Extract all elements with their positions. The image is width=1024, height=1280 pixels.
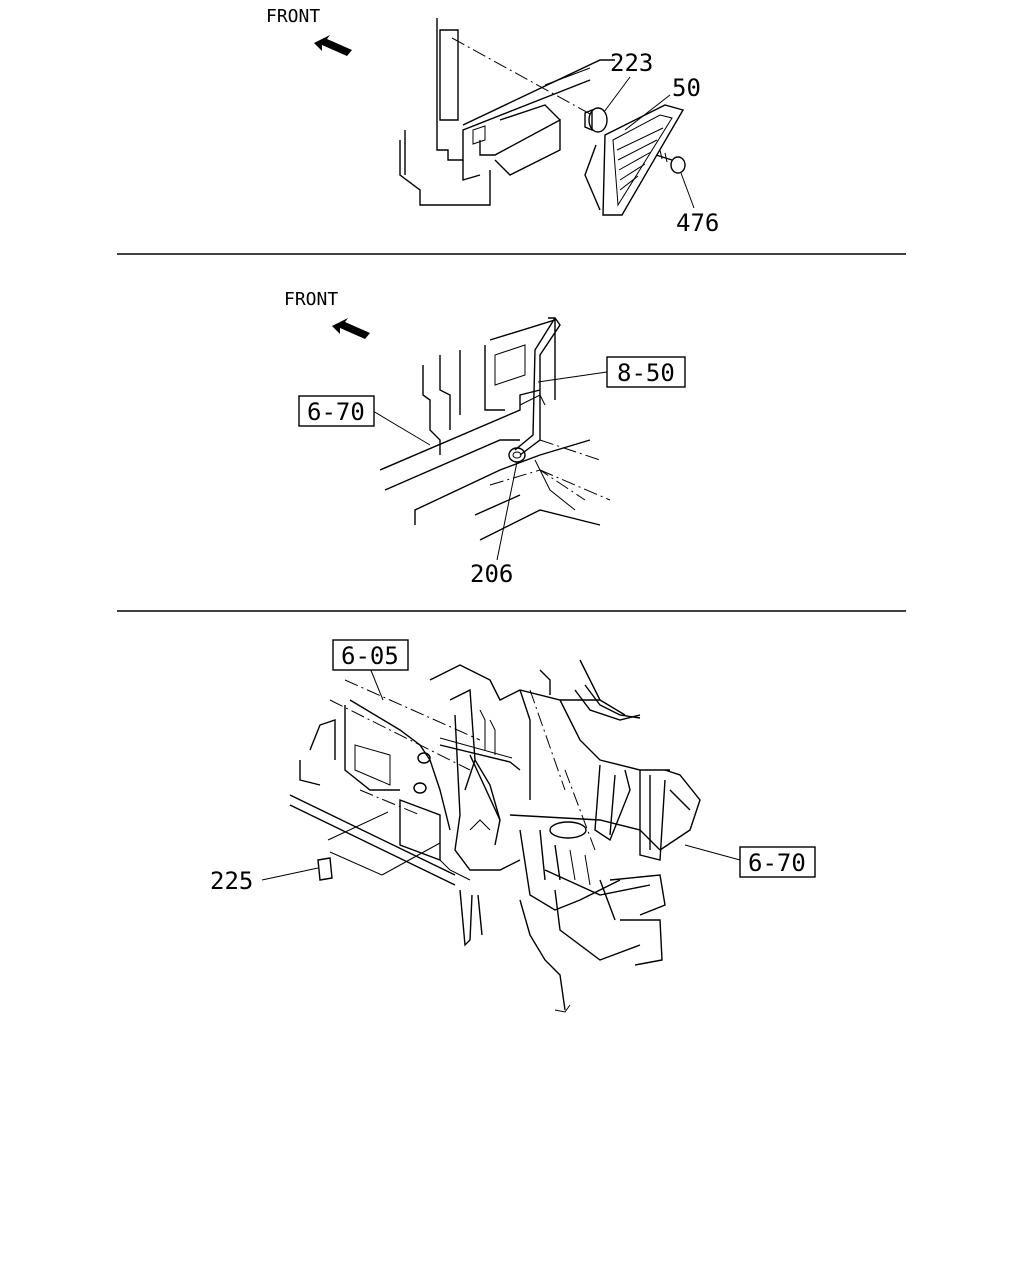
section-3-dash-panel: 225 6-05 6-70 <box>210 639 816 1013</box>
dash-structure-drawing <box>289 659 701 1013</box>
ref-box-6-05-label: 6-05 <box>341 642 399 670</box>
callout-206: 206 <box>470 560 513 588</box>
section-1-clip-and-cover: FRONT 223 <box>266 6 719 237</box>
front-arrow-icon <box>314 35 352 56</box>
front-label: FRONT <box>266 6 320 27</box>
screw-476 <box>655 149 686 174</box>
ref-box-8-50-label: 8-50 <box>617 359 675 387</box>
ref-box-6-05 <box>332 639 409 671</box>
callout-225: 225 <box>210 867 253 895</box>
ref-box-8-50 <box>606 356 686 388</box>
floor-panel-drawing <box>379 319 611 541</box>
front-label: FRONT <box>284 289 338 310</box>
section-2-grommet: FRONT <box>284 289 686 588</box>
clip-223 <box>584 107 608 133</box>
callout-223: 223 <box>610 49 653 77</box>
ref-box-6-70-label: 6-70 <box>307 398 365 426</box>
callout-476: 476 <box>676 209 719 237</box>
grommet-206 <box>508 447 526 463</box>
plug-225 <box>317 857 333 881</box>
ref-box-6-70 <box>298 395 375 427</box>
ref-box-6-70-label: 6-70 <box>748 849 806 877</box>
cover-50 <box>584 104 685 216</box>
body-panel-drawing <box>399 18 615 206</box>
front-arrow-icon <box>332 318 370 339</box>
tube-8-50 <box>514 317 561 456</box>
ref-box-6-70 <box>739 846 816 878</box>
callout-50: 50 <box>672 74 701 102</box>
